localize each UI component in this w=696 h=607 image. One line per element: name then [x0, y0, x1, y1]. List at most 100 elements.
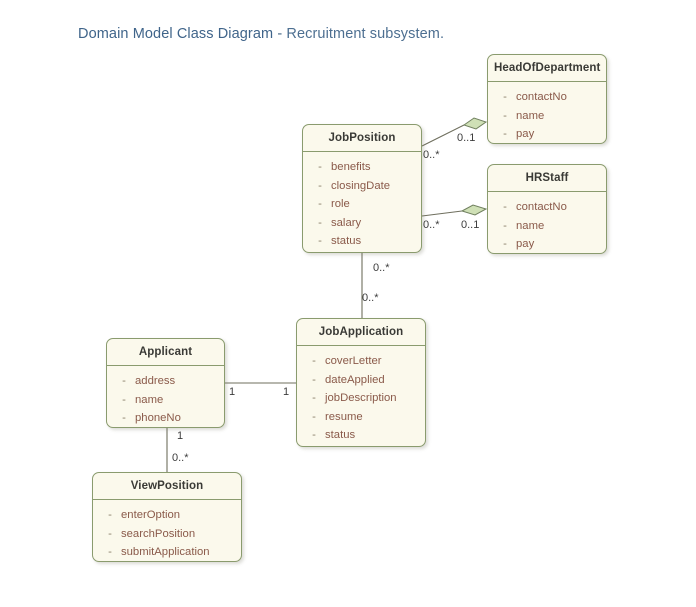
- diagram-title-subtitle: Recruitment subsystem.: [286, 26, 445, 42]
- association-jobposition-hrstaff: [421, 204, 488, 217]
- multiplicity-label-applicant-viewposition-target: 0..*: [172, 452, 189, 464]
- association-jobposition-headofdepartment: [421, 117, 488, 147]
- attribute-row: - resume: [297, 408, 425, 427]
- attribute-name: address: [135, 375, 176, 387]
- class-box-headofdepartment[interactable]: HeadOfDepartment - contactNo - name - pa…: [487, 54, 607, 144]
- multiplicity-label-applicant-jobapplication-target: 1: [283, 386, 290, 398]
- class-separator: [93, 499, 241, 500]
- class-box-applicant[interactable]: Applicant - address - name - phoneNo: [106, 338, 225, 428]
- association-line: [421, 210, 463, 217]
- class-separator: [488, 81, 606, 82]
- class-separator: [297, 345, 425, 346]
- multiplicity-label-jobposition-hrstaff-source: 0..*: [423, 219, 440, 231]
- attribute-row: - address: [107, 372, 224, 391]
- aggregation-diamond-icon: [462, 117, 488, 130]
- diagram-title: Domain Model Class Diagram - Recruitment…: [78, 26, 444, 42]
- class-separator: [488, 191, 606, 192]
- class-attributes-jobposition: - benefits - closingDate - role - salary…: [303, 152, 421, 252]
- class-attributes-viewposition: - enterOption - searchPosition - submitA…: [93, 500, 241, 561]
- attribute-row: - pay: [488, 125, 606, 143]
- attribute-row: - pay: [488, 235, 606, 253]
- attribute-row: - contactNo: [488, 198, 606, 217]
- multiplicity-label-jobposition-headofdepartment-source: 0..*: [423, 149, 440, 161]
- visibility-marker: -: [503, 201, 507, 213]
- diagram-title-main: Domain Model Class Diagram: [78, 26, 274, 42]
- visibility-marker: -: [312, 392, 316, 404]
- visibility-marker: -: [122, 412, 126, 424]
- class-attributes-applicant: - address - name - phoneNo: [107, 366, 224, 427]
- visibility-marker: -: [318, 198, 322, 210]
- visibility-marker: -: [503, 91, 507, 103]
- visibility-marker: -: [312, 355, 316, 367]
- aggregation-diamond-icon: [460, 204, 488, 216]
- attribute-name: name: [135, 393, 164, 406]
- attribute-row: - phoneNo: [107, 409, 224, 427]
- attribute-row: - submitApplication: [93, 543, 241, 561]
- attribute-name: benefits: [331, 161, 371, 173]
- visibility-marker: -: [318, 216, 322, 229]
- multiplicity-label-jobposition-hrstaff-target: 0..1: [461, 219, 480, 231]
- attribute-row: - name: [488, 217, 606, 236]
- class-box-viewposition[interactable]: ViewPosition - enterOption - searchPosit…: [92, 472, 242, 562]
- attribute-row: - name: [107, 391, 224, 410]
- attribute-row: - contactNo: [488, 88, 606, 107]
- diagram-title-separator: -: [273, 26, 287, 42]
- class-name-hrstaff: HRStaff: [525, 172, 569, 184]
- attribute-row: - role: [303, 195, 421, 214]
- multiplicity-label-applicant-viewposition-source: 1: [177, 430, 184, 442]
- multiplicity-label-jobposition-headofdepartment-target: 0..1: [457, 132, 476, 144]
- class-name-viewposition: ViewPosition: [130, 480, 204, 492]
- class-separator: [107, 365, 224, 366]
- class-attributes-jobapplication: - coverLetter - dateApplied - jobDescrip…: [297, 346, 425, 446]
- attribute-row: - closingDate: [303, 177, 421, 196]
- multiplicity-label-jobposition-jobapplication-target: 0..*: [362, 292, 379, 304]
- visibility-marker: -: [318, 179, 322, 192]
- attribute-row: - benefits: [303, 158, 421, 177]
- multiplicity-label-applicant-jobapplication-source: 1: [229, 386, 236, 398]
- visibility-marker: -: [108, 546, 112, 558]
- visibility-marker: -: [312, 373, 316, 386]
- class-attributes-hrstaff: - contactNo - name - pay: [488, 192, 606, 253]
- attribute-row: - status: [297, 426, 425, 445]
- class-box-jobposition[interactable]: JobPosition - benefits - closingDate - r…: [302, 124, 422, 253]
- class-box-jobapplication[interactable]: JobApplication - coverLetter - dateAppli…: [296, 318, 426, 447]
- class-box-hrstaff[interactable]: HRStaff - contactNo - name - pay: [487, 164, 607, 254]
- visibility-marker: -: [318, 235, 322, 247]
- attribute-name: submitApplication: [121, 546, 210, 558]
- visibility-marker: -: [318, 161, 322, 173]
- class-separator: [303, 151, 421, 152]
- attribute-name: dateApplied: [325, 373, 385, 386]
- visibility-marker: -: [108, 509, 112, 521]
- multiplicity-label-jobposition-jobapplication-source: 0..*: [373, 262, 390, 274]
- attribute-row: - salary: [303, 214, 421, 233]
- attribute-row: - jobDescription: [297, 389, 425, 408]
- class-name-headofdepartment: HeadOfDepartment: [494, 62, 601, 74]
- attribute-name: status: [331, 235, 362, 247]
- attribute-name: status: [325, 429, 356, 441]
- attribute-name: pay: [516, 238, 535, 250]
- attribute-name: jobDescription: [325, 392, 397, 404]
- visibility-marker: -: [108, 527, 112, 540]
- attribute-row: - status: [303, 232, 421, 251]
- attribute-name: closingDate: [331, 179, 391, 192]
- attribute-name: contactNo: [516, 201, 567, 213]
- attribute-name: enterOption: [121, 509, 181, 521]
- class-attributes-headofdepartment: - contactNo - name - pay: [488, 82, 606, 143]
- attribute-name: coverLetter: [325, 355, 382, 367]
- attribute-name: name: [516, 219, 545, 232]
- visibility-marker: -: [503, 219, 507, 232]
- attribute-name: pay: [516, 128, 535, 140]
- visibility-marker: -: [312, 410, 316, 423]
- attribute-name: phoneNo: [135, 412, 181, 424]
- class-name-applicant: Applicant: [138, 346, 193, 358]
- visibility-marker: -: [503, 238, 507, 250]
- attribute-name: role: [331, 198, 350, 210]
- visibility-marker: -: [503, 128, 507, 140]
- attribute-row: - name: [488, 107, 606, 126]
- attribute-row: - dateApplied: [297, 371, 425, 390]
- attribute-name: searchPosition: [121, 527, 196, 540]
- attribute-row: - searchPosition: [93, 525, 241, 544]
- attribute-row: - coverLetter: [297, 352, 425, 371]
- class-name-jobposition: JobPosition: [328, 132, 396, 144]
